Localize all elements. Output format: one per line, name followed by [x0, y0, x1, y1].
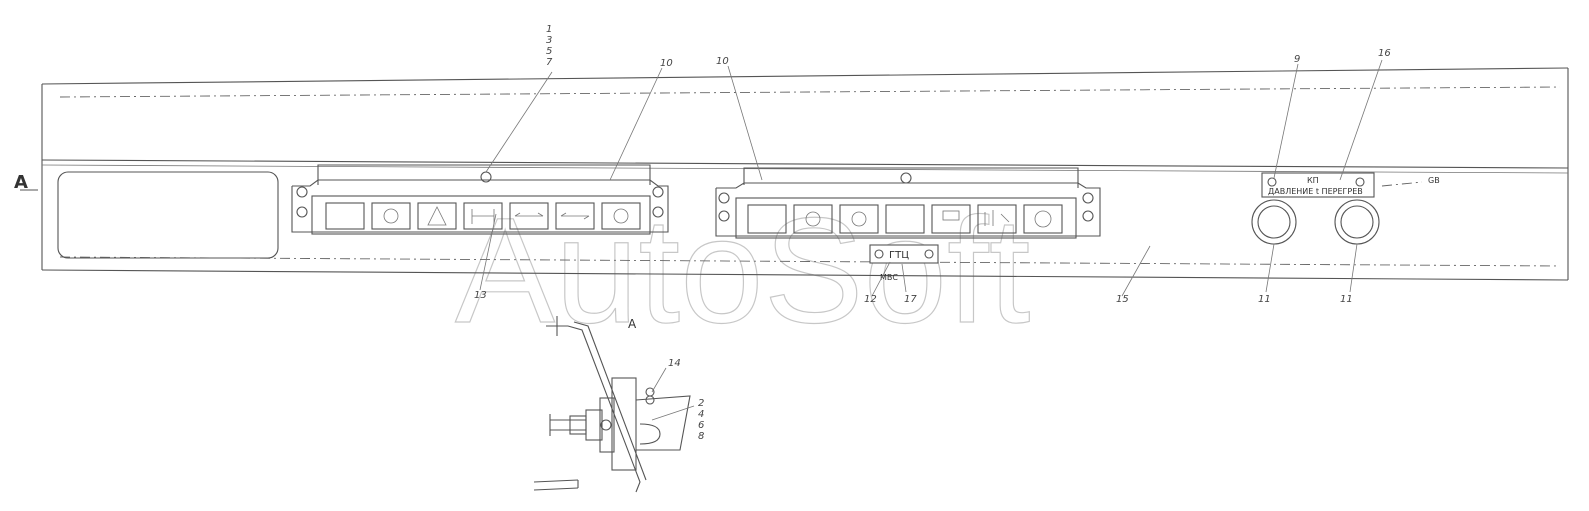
switch-trailer[interactable] — [931, 204, 971, 234]
gauge-right — [1334, 199, 1380, 245]
mvs-label: МВС — [880, 273, 898, 282]
callout-10a: 10 — [660, 58, 673, 69]
parking-brake-icon — [1034, 210, 1052, 228]
switch-hand[interactable] — [601, 202, 641, 230]
leader-lines — [479, 59, 1383, 297]
switch-blank-r2[interactable] — [885, 204, 925, 234]
callout-4: 4 — [698, 409, 704, 420]
switch-blank-r[interactable] — [747, 204, 787, 234]
gtc-label: ГТЦ — [889, 250, 909, 261]
callout-14: 14 — [668, 358, 681, 369]
callout-6: 6 — [698, 420, 704, 431]
callouts: 1 3 5 7 10 10 9 16 13 12 17 15 11 11 — [474, 24, 1391, 305]
section-mark: A — [14, 172, 28, 193]
rotation-icon — [805, 211, 821, 227]
kp-label: КП — [1307, 176, 1319, 185]
callout-15: 15 — [1116, 294, 1129, 305]
wheel-speed-icon — [851, 211, 867, 227]
kp-plate: КП ДАВЛЕНИЕ t ПЕРЕГРЕВ — [1261, 172, 1375, 198]
switch-seat-belt[interactable] — [977, 204, 1017, 234]
gb-label: GB — [1428, 176, 1440, 185]
arrows-left-right-icon — [560, 212, 590, 220]
arrows-outward-icon — [514, 212, 544, 217]
switch-tire-pressure[interactable] — [371, 202, 411, 230]
callout-8: 8 — [698, 431, 704, 442]
hand-signal-icon — [613, 208, 629, 224]
trailer-icon — [942, 210, 960, 221]
seat-belt-icon — [984, 210, 1010, 226]
display-window — [57, 171, 279, 259]
callout-3: 3 — [546, 35, 552, 46]
callout-13: 13 — [474, 290, 487, 301]
detail-view-a: A 14 2 4 6 8 — [533, 316, 704, 493]
switch-rotation[interactable] — [793, 204, 833, 234]
callout-16: 16 — [1378, 48, 1391, 59]
right-switch-panel — [715, 167, 1101, 239]
gauge-left — [1251, 199, 1297, 245]
axle-lock-icon — [471, 209, 495, 224]
callout-2: 2 — [698, 398, 704, 409]
hazard-icon — [427, 206, 447, 226]
callout-5: 5 — [546, 46, 552, 57]
switch-axle-lock[interactable] — [463, 202, 503, 230]
switch-blank[interactable] — [325, 202, 365, 230]
gtc-plate: ГТЦ — [869, 244, 939, 264]
callout-9: 9 — [1294, 54, 1300, 65]
pressure-label: ДАВЛЕНИЕ t ПЕРЕГРЕВ — [1268, 187, 1363, 196]
switch-arrows-lr[interactable] — [555, 202, 595, 230]
switch-parking[interactable] — [1023, 204, 1063, 234]
main-panel — [41, 67, 1569, 281]
tire-pressure-icon — [383, 208, 399, 224]
switch-hazard[interactable] — [417, 202, 457, 230]
callout-17: 17 — [904, 294, 917, 305]
callout-12: 12 — [864, 294, 877, 305]
callout-11a: 11 — [1258, 294, 1271, 305]
switch-wheel-speed[interactable] — [839, 204, 879, 234]
view-a-label: A — [628, 317, 637, 331]
callout-7: 7 — [546, 57, 553, 68]
callout-1: 1 — [546, 24, 552, 35]
switch-arrows-out[interactable] — [509, 202, 549, 230]
callout-10b: 10 — [716, 56, 729, 67]
callout-11b: 11 — [1340, 294, 1353, 305]
